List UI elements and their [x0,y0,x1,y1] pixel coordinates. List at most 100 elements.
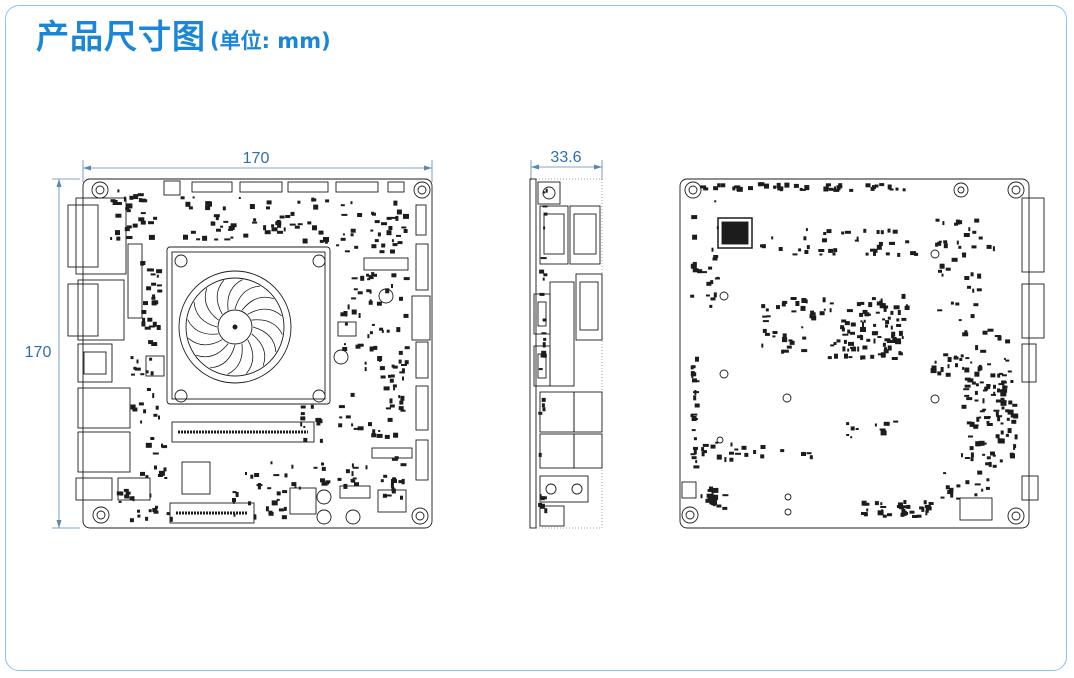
smd-component [710,280,714,285]
smd-component [137,514,141,518]
smd-component [691,374,694,379]
smd-component [243,233,249,238]
smd-component [110,237,113,240]
smd-component [252,221,258,224]
smd-component [223,220,229,223]
smd-component [803,236,807,241]
smd-component [691,215,698,220]
side-component [539,292,545,296]
smd-component [995,399,1001,403]
smd-component [764,332,770,336]
smd-component [736,187,741,191]
smd-component [716,226,719,230]
smd-component [325,199,330,203]
smd-component [391,364,395,368]
smd-component [146,286,152,291]
smd-component [995,434,1000,439]
smd-component [392,365,398,369]
smd-component [140,471,145,476]
smd-component [880,506,887,508]
smd-component [893,420,899,423]
smd-component [855,428,859,430]
smd-component [401,368,405,374]
smd-component [336,244,340,247]
smd-component [701,447,705,452]
side-component [543,337,547,341]
smd-component [885,252,890,256]
smd-component [392,477,397,480]
smd-component [126,205,133,207]
smd-component [693,446,698,450]
side-component [538,502,543,507]
smd-component [901,293,906,299]
smd-component [294,225,300,229]
smd-component [695,380,700,383]
smd-component [887,345,892,351]
smd-component [693,395,697,401]
smd-component [318,230,324,235]
smd-component [313,466,318,469]
smd-component [962,252,967,258]
smd-component [916,514,922,518]
smd-component [350,201,353,205]
smd-component [313,204,319,210]
smd-component [970,361,973,364]
smd-component [964,394,970,397]
smd-component [876,230,880,234]
smd-component [126,236,133,239]
smd-component [373,345,378,350]
smd-component [822,238,827,243]
smd-component [400,409,406,412]
smd-component [928,502,934,505]
smd-component [947,490,954,495]
smd-component [847,329,851,334]
smd-component [145,516,149,521]
smd-component [351,297,357,300]
smd-component [151,282,157,286]
smd-component [950,301,954,305]
smd-component [365,465,368,470]
smd-component [150,437,155,440]
smd-component [150,371,154,376]
smd-component [1013,413,1019,419]
smd-component [729,457,734,462]
smd-component [899,352,903,356]
smd-component [129,518,134,523]
smd-component [379,250,385,254]
smd-component [391,273,397,278]
smd-component [888,241,895,245]
smd-component [233,513,236,517]
smd-component [846,422,850,426]
smd-component [834,353,838,359]
smd-component [1005,339,1011,344]
smd-component [112,200,118,205]
smd-component [883,307,887,312]
smd-component [757,182,761,187]
smd-component [273,474,280,477]
smd-component [343,311,348,315]
smd-component [748,186,753,191]
smd-component [148,340,154,345]
smd-component [115,230,120,236]
smd-component [130,356,134,360]
smd-component [400,395,405,401]
smd-component [977,273,982,279]
smd-component [848,341,854,346]
smd-component [315,419,320,422]
smd-component [971,245,977,249]
smd-component [773,185,777,189]
smd-component [123,488,129,492]
smd-component [925,510,928,516]
smd-component [848,356,853,359]
smd-component [385,494,392,497]
smd-component [997,373,1001,378]
smd-component [157,289,163,293]
title-main: 产品尺寸图 [36,17,206,56]
smd-component [873,248,878,253]
smd-component [401,226,407,229]
smd-component [962,366,965,370]
smd-component [130,404,136,410]
smd-component [403,229,408,233]
smd-component [268,511,274,516]
smd-component [148,509,152,513]
